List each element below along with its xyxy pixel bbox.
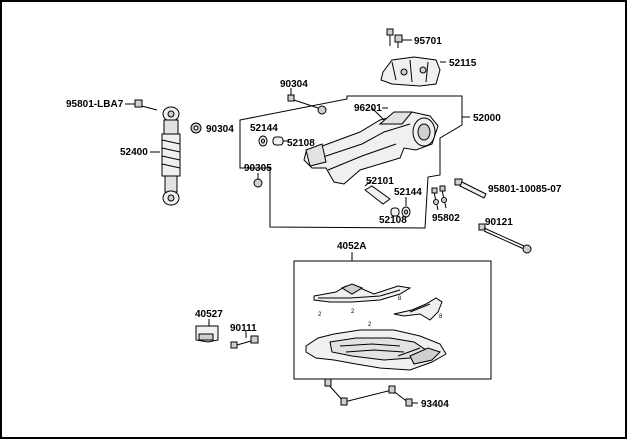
shaft-52101 (364, 179, 391, 205)
label-52108-lower: 52108 (379, 215, 407, 226)
skid-guard-upper-right (393, 297, 443, 321)
label-95801-10085-07: 95801-10085-07 (488, 184, 562, 195)
nut-90304-top (287, 88, 327, 115)
sub-label-2a: 2 (318, 312, 322, 318)
label-95701: 95701 (414, 36, 442, 47)
skid-guard-upper-left (313, 283, 412, 303)
collar-52108-top (272, 136, 289, 146)
collar-52108-lower (390, 207, 400, 217)
label-90304-side: 90304 (206, 124, 234, 135)
label-4052a: 4052A (337, 241, 366, 252)
bushing-52144-top (258, 135, 268, 147)
bolt-95801-10085-07 (454, 178, 487, 199)
label-90305: 90305 (244, 163, 272, 174)
skid-plate-main (305, 329, 447, 371)
bracket-40527 (195, 325, 219, 343)
nut-90305 (253, 173, 263, 188)
bolt-90111 (230, 331, 259, 349)
sub-label-2b: 2 (351, 309, 355, 315)
label-96201: 96201 (354, 103, 382, 114)
label-52101: 52101 (366, 176, 394, 187)
label-90121: 90121 (485, 217, 513, 228)
sub-label-8a: 8 (398, 296, 402, 302)
label-90304-top: 90304 (280, 79, 308, 90)
label-52115: 52115 (449, 58, 477, 69)
label-95802: 95802 (432, 213, 460, 224)
sub-label-2c: 2 (368, 322, 372, 328)
swingarm-52000 (303, 107, 439, 185)
label-52400: 52400 (120, 147, 148, 158)
label-52108-top: 52108 (287, 138, 315, 149)
sub-label-8b: 8 (439, 314, 443, 320)
bolt-90121 (478, 223, 532, 254)
label-52144-lower: 52144 (394, 187, 422, 198)
nut-90304-side (190, 122, 202, 134)
label-40527: 40527 (195, 309, 223, 320)
bushing-52144-lower (401, 206, 411, 218)
shock-absorber-52400 (133, 99, 181, 206)
bolt-95802 (431, 185, 447, 211)
label-52144-top: 52144 (250, 123, 278, 134)
swingarm-group-outline (239, 95, 463, 229)
bolts-93404 (324, 378, 418, 407)
label-95801-lba7: 95801-LBA7 (66, 99, 124, 110)
label-90111: 90111 (230, 323, 257, 334)
skidplate-group-outline (293, 260, 492, 380)
label-52000: 52000 (473, 113, 501, 124)
bracket-52115 (380, 56, 441, 87)
label-93404: 93404 (421, 399, 449, 410)
bolt-95701 (386, 28, 411, 48)
